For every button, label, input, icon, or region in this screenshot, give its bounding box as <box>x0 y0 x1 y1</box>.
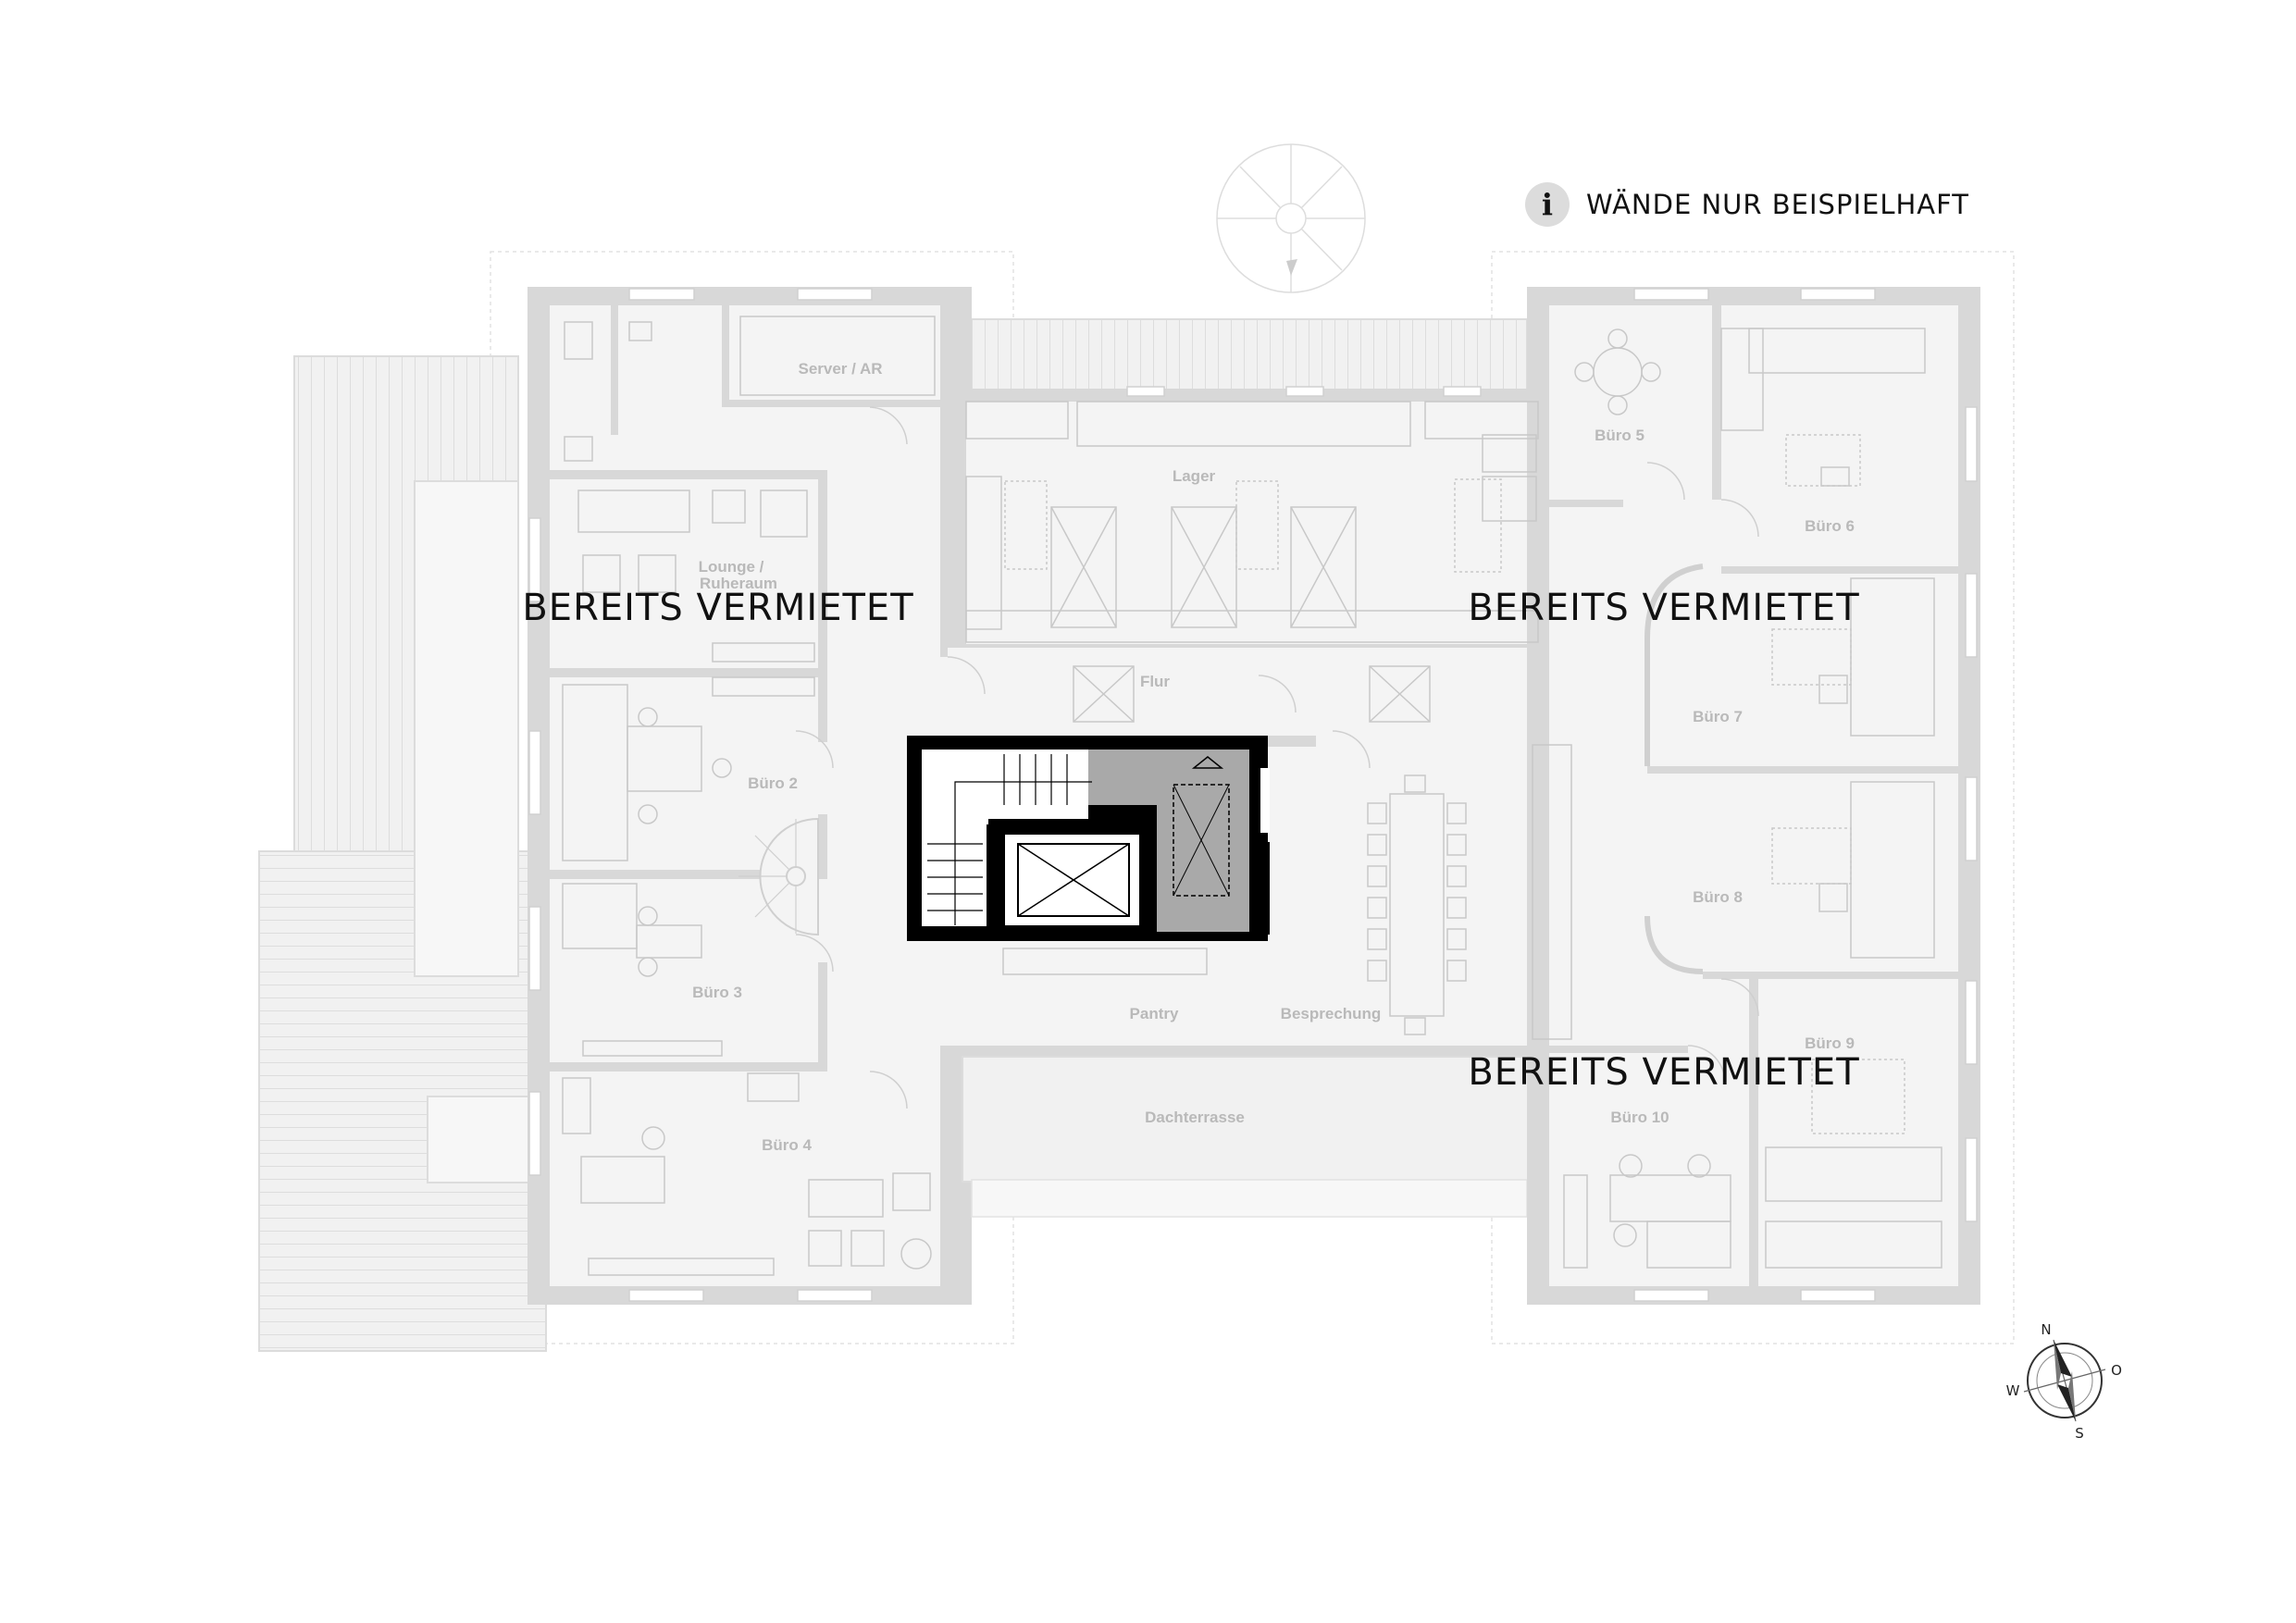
meeting-furniture <box>1002 744 1572 1040</box>
compass-s: S <box>2075 1425 2084 1442</box>
label-buero-5: Büro 5 <box>1595 427 1644 444</box>
site-outline <box>490 251 2015 1344</box>
status-labels: BEREITS VERMIETET BEREITS VERMIETET BERE… <box>522 587 1859 1094</box>
room-labels: Server / AR Lager Lounge / Ruheraum Flur… <box>692 360 1855 1154</box>
label-buero-10: Büro 10 <box>1610 1109 1669 1126</box>
label-buero-2: Büro 2 <box>748 774 798 792</box>
compass-o: O <box>2111 1362 2122 1379</box>
storage-shelves <box>965 401 1539 723</box>
compass-rose-icon: N O S W <box>2006 1321 2122 1442</box>
label-buero-9: Büro 9 <box>1805 1035 1855 1052</box>
door-swings <box>795 406 1759 1109</box>
status-left: BEREITS VERMIETET <box>522 587 913 629</box>
label-pantry: Pantry <box>1130 1005 1179 1022</box>
roof-left <box>258 355 547 1352</box>
building-left-wing <box>527 287 972 1305</box>
label-lounge-1: Lounge / <box>699 558 764 576</box>
label-buero-7: Büro 7 <box>1693 708 1743 725</box>
label-buero-3: Büro 3 <box>692 984 742 1001</box>
furniture-right <box>1563 328 1942 1269</box>
label-server: Server / AR <box>798 360 882 378</box>
interior-spiral-stair <box>738 817 819 936</box>
status-right-bottom: BEREITS VERMIETET <box>1468 1051 1859 1094</box>
status-right-top: BEREITS VERMIETET <box>1468 587 1859 629</box>
label-lager: Lager <box>1173 467 1216 485</box>
label-flur: Flur <box>1140 673 1170 690</box>
label-dachterrasse: Dachterrasse <box>1145 1109 1245 1126</box>
walls-note-text: WÄNDE NUR BEISPIELHAFT <box>1586 189 1970 220</box>
label-lounge-2: Ruheraum <box>700 575 777 592</box>
compass-n: N <box>2041 1321 2051 1338</box>
windows <box>528 288 1978 1302</box>
stair-elevator-core <box>907 736 1316 941</box>
info-icon: i <box>1525 182 1570 227</box>
walls-note: i WÄNDE NUR BEISPIELHAFT <box>1525 181 1969 228</box>
label-besprechung: Besprechung <box>1281 1005 1382 1022</box>
label-buero-6: Büro 6 <box>1805 517 1855 535</box>
compass-w: W <box>2006 1382 2020 1399</box>
label-buero-8: Büro 8 <box>1693 888 1743 906</box>
outdoor-spiral-stair <box>1216 143 1366 293</box>
label-buero-4: Büro 4 <box>762 1136 812 1154</box>
building-right-wing <box>1527 287 1980 1305</box>
furniture-left <box>562 316 936 1276</box>
roof-top-strip <box>971 318 1528 392</box>
